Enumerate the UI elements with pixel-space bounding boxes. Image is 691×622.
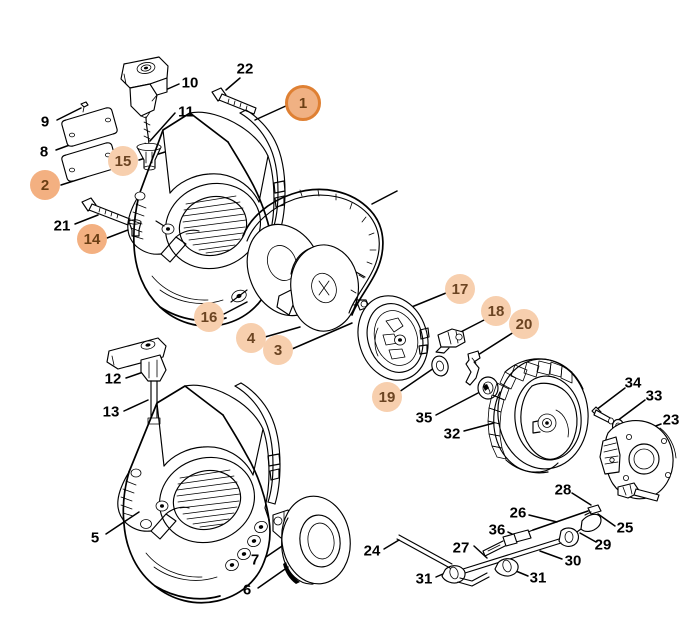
part-callout-15[interactable]: 15: [108, 146, 138, 176]
part-callout-1[interactable]: 1: [285, 85, 321, 121]
part-34-pin: [591, 406, 614, 425]
part-callout-32[interactable]: 32: [443, 425, 461, 443]
part-19-washer: [431, 355, 449, 377]
part-21-screw: [81, 197, 131, 226]
part-12-tool-handle: [106, 337, 167, 382]
part-22-screw: [211, 87, 257, 115]
part-10-starter-grip: [120, 56, 169, 119]
part-callout-13[interactable]: 13: [102, 403, 120, 421]
part-callout-20[interactable]: 20: [509, 309, 539, 339]
part-callout-26[interactable]: 26: [509, 504, 527, 522]
part-20-spring-clip: [465, 350, 481, 386]
part-callout-10[interactable]: 10: [181, 74, 199, 92]
part-28-terminal: [584, 504, 602, 516]
part-callout-22[interactable]: 22: [236, 60, 254, 78]
part-callout-8[interactable]: 8: [39, 143, 49, 161]
part-callout-16[interactable]: 16: [194, 302, 224, 332]
part-25-connector-boot: [569, 513, 602, 538]
part-callout-12[interactable]: 12: [104, 370, 122, 388]
part-5-fan-housing-lower: [117, 382, 281, 604]
part-callout-31[interactable]: 31: [415, 570, 433, 588]
part-8-cover-plate-upper: [61, 107, 118, 147]
part-callout-4[interactable]: 4: [236, 323, 266, 353]
part-callout-27[interactable]: 27: [452, 539, 470, 557]
part-callout-5[interactable]: 5: [90, 529, 100, 547]
part-callout-23[interactable]: 23: [662, 411, 680, 429]
part-callout-36[interactable]: 36: [488, 521, 506, 539]
part-24-throttle-rod: [396, 534, 490, 587]
part-29-grommet: [558, 527, 580, 547]
part-callout-21[interactable]: 21: [53, 217, 71, 235]
part-callout-28[interactable]: 28: [554, 481, 572, 499]
part-18-pawl: [435, 328, 466, 354]
part-callout-35[interactable]: 35: [415, 409, 433, 427]
part-callout-11[interactable]: 11: [178, 103, 194, 121]
part-30-26-cables: [462, 510, 589, 574]
part-callout-25[interactable]: 25: [616, 519, 634, 537]
part-6-fan-wheel: [281, 495, 351, 585]
part-3-4-rewind-pulley: [246, 223, 378, 332]
part-callout-30[interactable]: 30: [564, 552, 582, 570]
part-callout-17[interactable]: 17: [445, 274, 475, 304]
part-23-ignition-module: [599, 419, 677, 502]
part-14-grommet: [128, 219, 142, 237]
part-1-fan-housing-upper: [127, 109, 286, 327]
part-17-rewind-spring-rotor: [357, 295, 430, 381]
part-11-starter-rope-upper: [143, 116, 152, 148]
part-callout-29[interactable]: 29: [594, 536, 612, 554]
part-36-27-cable-fittings: [482, 529, 532, 557]
part-9-pin: [80, 101, 89, 113]
part-callout-34[interactable]: 34: [624, 374, 642, 392]
part-callout-19[interactable]: 19: [372, 382, 402, 412]
part-callout-6[interactable]: 6: [242, 581, 252, 599]
part-31-bushings: [441, 558, 519, 584]
part-callout-18[interactable]: 18: [481, 296, 511, 326]
part-callout-9[interactable]: 9: [40, 113, 50, 131]
part-callout-7[interactable]: 7: [250, 551, 260, 569]
part-callout-24[interactable]: 24: [363, 542, 381, 560]
part-35-bushing: [477, 376, 499, 400]
part-32-flywheel: [487, 358, 589, 474]
part-callout-31[interactable]: 31: [529, 569, 547, 587]
part-callout-2[interactable]: 2: [30, 170, 60, 200]
part-11-starter-rope-loop: [242, 188, 384, 316]
part-callout-33[interactable]: 33: [645, 387, 663, 405]
part-callout-14[interactable]: 14: [77, 224, 107, 254]
part-callout-3[interactable]: 3: [263, 335, 293, 365]
